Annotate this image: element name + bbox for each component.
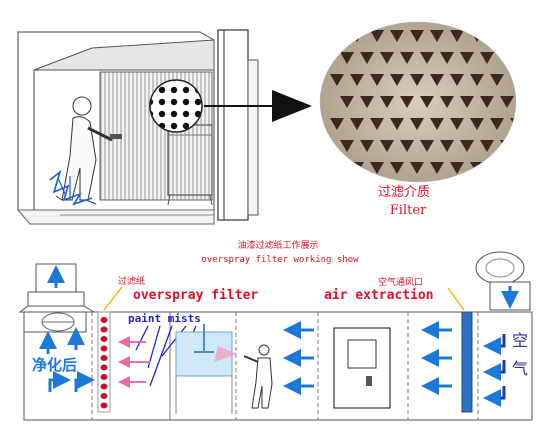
filter-pleat-cell (390, 30, 404, 42)
filter-pleat-cell (410, 118, 424, 130)
filter-pleat-cell (420, 140, 434, 152)
filter-pleat-cell (430, 118, 444, 130)
filter-pleat-cell (490, 30, 504, 42)
filter-pleat-cell (470, 118, 484, 130)
filter-pleat-cell (390, 118, 404, 130)
filter-medium-closeup (319, 21, 534, 183)
filter-pleat-cell (400, 140, 414, 152)
filter-pleat-cell (390, 74, 404, 86)
filter-pleat-cell (370, 30, 384, 42)
filter-pleat-cell (430, 74, 444, 86)
filter-pleat-cell (510, 162, 516, 174)
filter-pleat-cell (500, 96, 514, 108)
diagram-title-en: overspray filter working show (201, 255, 359, 265)
spray-booth-illustration (16, 29, 312, 225)
filter-label-cn: 过滤介质 (378, 185, 430, 200)
filter-paper-label: 过滤纸 (118, 275, 145, 287)
diagram-title-cn: 油漆过滤纸工作展示 (237, 239, 318, 251)
filter-paper-dot (100, 326, 108, 333)
filter-paper-dot (100, 336, 108, 342)
filter-pleat-cell (330, 118, 344, 130)
filter-pleat-cell (440, 52, 454, 64)
filter-pleat-cell (390, 162, 404, 174)
filter-pleat-cell (480, 52, 494, 64)
filter-paper-strip (97, 311, 111, 413)
filter-pleat-cell (490, 118, 504, 130)
exhaust-chimney-left (18, 263, 96, 313)
filter-pleat-cell (350, 162, 364, 174)
filter-pleat-cell (430, 30, 444, 42)
air-label-char-2: 气 (512, 359, 528, 378)
filter-pleat-cell (400, 52, 414, 64)
filter-pleat-cell (460, 52, 474, 64)
filter-pleat-cell (330, 30, 344, 42)
filter-pleat-cell (440, 96, 454, 108)
filter-pleat-cell (410, 162, 424, 174)
filter-pleat-cell (470, 74, 484, 86)
filter-pleat-cell (430, 162, 444, 174)
filter-pleat-cell (360, 140, 374, 152)
filter-paper-dot (100, 317, 108, 323)
filter-pleat-cell (420, 96, 434, 108)
filter-pleat-cell (350, 118, 364, 130)
filter-pleat-cell (510, 30, 516, 42)
filter-pleat-cell (520, 140, 534, 152)
filter-pleat-cell (330, 162, 344, 174)
filter-pleat-cell (520, 52, 534, 64)
filter-paper-dot (100, 402, 108, 409)
filter-pleat-cell (460, 96, 474, 108)
filter-paper-dot (100, 355, 108, 361)
filter-pleat-cell (340, 52, 354, 64)
filter-pleat-cell (370, 118, 384, 130)
filter-paper-dot (100, 393, 108, 399)
filter-pleat-cell (360, 96, 374, 108)
filter-pleat-cell (350, 74, 364, 86)
filter-pleat-cell (380, 96, 394, 108)
filter-pleat-cell (520, 96, 534, 108)
clean-air-label: 净化后 (32, 356, 77, 374)
filter-pleat-cell (490, 162, 504, 174)
air-label-char-1: 空 (512, 331, 528, 350)
filter-pleat-cell (440, 140, 454, 152)
filter-pleat-cell (410, 74, 424, 86)
filter-pleat-cell (490, 74, 504, 86)
filter-paper-dot (100, 383, 108, 390)
spray-worker-figure (49, 96, 122, 206)
air-inlet-label: 空气通风口 (378, 276, 423, 288)
filter-pleat-cell (340, 140, 354, 152)
filter-paper-dot (100, 374, 108, 380)
air-inlet-filter-strip (461, 311, 473, 413)
filter-pleat-cell (460, 140, 474, 152)
filter-pleat-cell (330, 74, 344, 86)
filter-paper-dot (100, 345, 108, 352)
filter-pleat-cell (380, 52, 394, 64)
filter-label-en: Filter (390, 203, 427, 218)
overspray-filter-label: overspray filter (133, 288, 258, 303)
filter-pleat-cell (500, 140, 514, 152)
filter-pleat-cell (480, 140, 494, 152)
filter-pleat-cell (370, 162, 384, 174)
air-extraction-label: air extraction (324, 288, 434, 303)
filter-pleat-cell (480, 96, 494, 108)
paint-mists-label: paint mists (128, 312, 201, 325)
filter-pleat-cell (450, 162, 464, 174)
booth-door (333, 327, 391, 409)
filter-pleat-cell (360, 52, 374, 64)
filter-pleat-cell (450, 30, 464, 42)
painter-figure (243, 344, 273, 409)
filter-pleat-cell (420, 52, 434, 64)
filter-paper-dot (100, 364, 108, 371)
filter-pleat-cell (380, 140, 394, 152)
filter-pleat-cell (370, 74, 384, 86)
filter-pleat-cell (450, 118, 464, 130)
filter-pleat-cell (340, 96, 354, 108)
filter-pleat-cell (410, 30, 424, 42)
filter-pleat-cell (450, 74, 464, 86)
filter-pleat-cell (400, 96, 414, 108)
fan-housing-right (475, 251, 531, 311)
